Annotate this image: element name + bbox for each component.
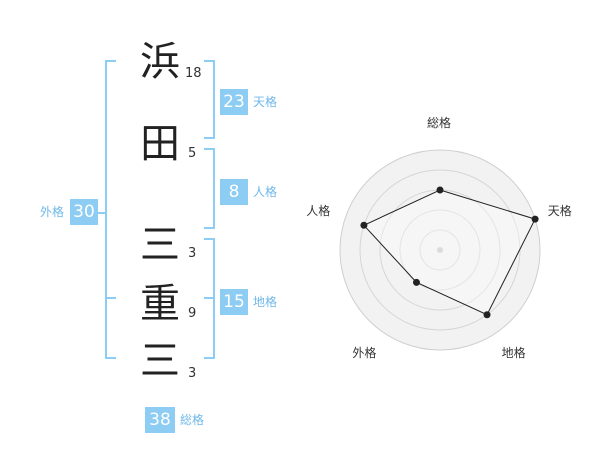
radar-grid-ring xyxy=(419,229,461,271)
gaikaku-value-badge: 30 xyxy=(70,199,98,225)
kanji-2: 田 xyxy=(140,121,180,167)
radar-point-2 xyxy=(531,215,539,223)
chikaku-label: 地格 xyxy=(253,295,278,309)
stroke-count-5: 3 xyxy=(188,366,197,381)
soukaku-value-badge: 38 xyxy=(145,407,175,433)
stroke-count-2: 5 xyxy=(188,146,197,161)
jinkaku-bracket xyxy=(204,148,215,229)
radar-axis-label-3: 地格 xyxy=(501,345,526,360)
radar-point-3 xyxy=(483,311,491,319)
radar-data-polygon xyxy=(363,189,536,316)
radar-point-5 xyxy=(360,221,368,229)
soukaku-label: 総格 xyxy=(180,413,205,427)
kanji-3: 三 xyxy=(140,222,180,268)
tenkaku-bracket xyxy=(204,60,215,139)
kanji-4: 重 xyxy=(140,281,180,327)
radar-axis-label-5: 人格 xyxy=(306,203,331,218)
radar-axis-label-2: 天格 xyxy=(547,203,572,218)
radar-axis-label-1: 総格 xyxy=(427,116,452,130)
tenkaku-label: 天格 xyxy=(253,95,278,109)
jinkaku-label: 人格 xyxy=(253,185,278,199)
radar-point-1 xyxy=(436,186,444,194)
stroke-count-1: 18 xyxy=(185,66,202,81)
radar-grid-ring xyxy=(399,209,481,291)
radar-center-dot xyxy=(437,247,443,253)
stroke-count-4: 9 xyxy=(188,306,197,321)
stroke-count-3: 3 xyxy=(188,246,197,261)
kanji-5: 三 xyxy=(140,338,180,384)
jinkaku-value-badge: 8 xyxy=(220,179,248,205)
gaikaku-label: 外格 xyxy=(40,205,65,219)
kanji-1: 浜 xyxy=(140,39,180,85)
radar-axis-label-4: 外格 xyxy=(352,345,377,360)
gaikaku-bracket xyxy=(105,60,116,359)
radar-point-4 xyxy=(412,278,420,286)
tenkaku-value-badge: 23 xyxy=(220,89,248,115)
chikaku-value-badge: 15 xyxy=(220,289,248,315)
